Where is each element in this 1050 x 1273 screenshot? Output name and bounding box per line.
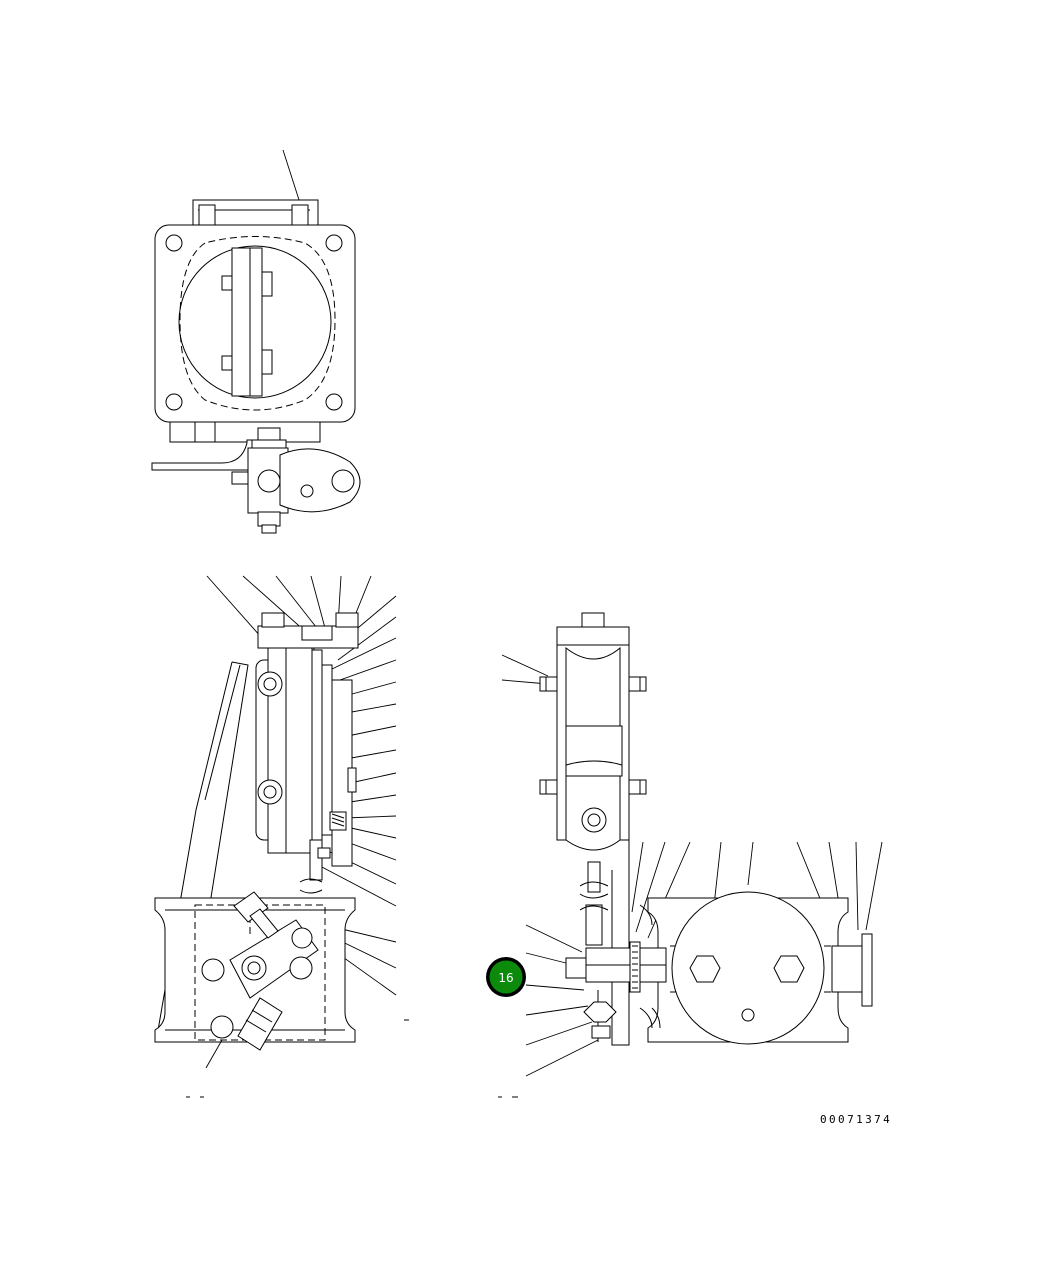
front-view-right — [498, 613, 882, 1097]
top-view-throttle-flange — [152, 150, 360, 533]
drawing-number: 00071374 — [820, 1113, 892, 1126]
callout-label: 16 — [498, 971, 513, 985]
callout-badge[interactable]: 16 — [486, 957, 526, 997]
side-view-left — [155, 576, 409, 1097]
callout-badge-fill — [489, 960, 523, 994]
